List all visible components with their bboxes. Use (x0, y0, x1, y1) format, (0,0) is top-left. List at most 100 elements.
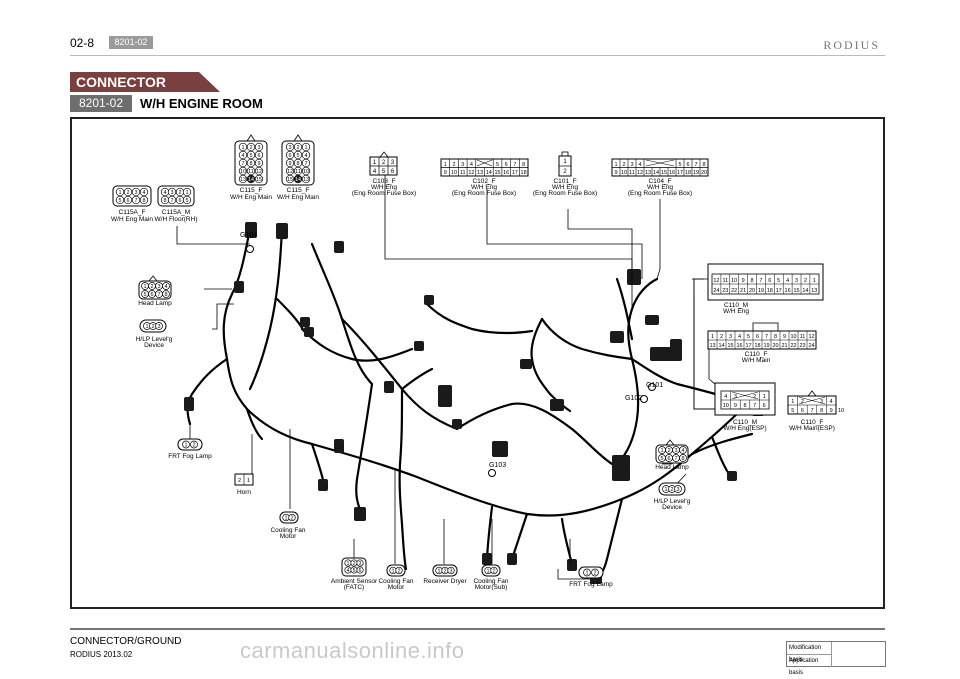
cooling-fan-sub-connector: 1 2 (481, 564, 501, 577)
svg-text:8: 8 (750, 278, 753, 284)
svg-text:4: 4 (786, 278, 789, 284)
c110-m-label: C110_M (724, 302, 748, 309)
receiver-dryer-label: Receiver Dryer (423, 578, 467, 585)
c110-f-label: C110_F (745, 351, 768, 358)
svg-text:8: 8 (249, 161, 252, 167)
svg-text:1: 1 (614, 162, 617, 168)
svg-text:21: 21 (740, 288, 746, 294)
svg-text:11: 11 (248, 169, 254, 175)
svg-text:3: 3 (461, 162, 464, 168)
c110-m-esp-label: C110_M (733, 419, 757, 426)
svg-text:8: 8 (164, 292, 167, 298)
ambient-sensor-connector: 1 2 3 4 5 6 (341, 557, 367, 577)
svg-text:8: 8 (163, 198, 166, 204)
svg-text:13: 13 (645, 170, 651, 176)
svg-text:8: 8 (774, 334, 777, 340)
cooling-fan-motor-label: Cooling Fan (270, 527, 305, 534)
connector-c115a-m: 4 3 2 1 8 7 6 5 (157, 185, 195, 207)
svg-text:5: 5 (249, 153, 252, 159)
svg-text:4: 4 (373, 169, 377, 175)
svg-text:4: 4 (724, 394, 727, 400)
svg-text:3: 3 (391, 160, 395, 166)
ambient-sensor-sublabel: (FATC) (344, 584, 364, 591)
svg-text:5: 5 (777, 278, 780, 284)
connector-c115-f-right: 3 2 1 6 5 4 9 8 7 12 11 10 15 14 13 (281, 134, 315, 186)
ground-g104: G104 (240, 232, 257, 239)
svg-text:6: 6 (756, 334, 759, 340)
svg-text:3: 3 (729, 334, 732, 340)
svg-text:16: 16 (785, 288, 791, 294)
diagram-frame (70, 117, 885, 609)
c115a-m-label: C115A_M (162, 209, 190, 216)
svg-text:9: 9 (783, 334, 786, 340)
svg-text:7: 7 (304, 161, 307, 167)
svg-text:4: 4 (681, 448, 684, 454)
c115a-f-sublabel: W/H Eng Main (111, 216, 153, 223)
svg-text:14: 14 (486, 170, 492, 176)
svg-text:3: 3 (257, 145, 260, 151)
svg-text:5: 5 (382, 169, 386, 175)
svg-text:2: 2 (452, 162, 455, 168)
svg-text:1: 1 (444, 162, 447, 168)
page-number: 02-8 (70, 36, 95, 50)
svg-text:1: 1 (241, 145, 244, 151)
svg-text:3: 3 (734, 394, 737, 400)
cooling-fan-sub-sublabel: Motor(Sub) (475, 584, 508, 591)
svg-text:5: 5 (185, 198, 188, 204)
svg-text:7: 7 (674, 456, 677, 462)
header-divider (70, 55, 885, 56)
svg-text:8: 8 (820, 408, 823, 414)
svg-text:1: 1 (247, 478, 250, 484)
svg-text:5: 5 (678, 162, 681, 168)
c101-f-label: C101_F (553, 178, 576, 185)
svg-text:23: 23 (799, 343, 805, 349)
svg-text:20: 20 (749, 288, 755, 294)
svg-text:3: 3 (134, 190, 137, 196)
svg-text:8: 8 (142, 198, 145, 204)
svg-text:10: 10 (451, 170, 457, 176)
frt-fog-right-label: FRT Fog Lamp (569, 581, 613, 588)
svg-text:2: 2 (126, 190, 129, 196)
svg-text:12: 12 (468, 170, 474, 176)
svg-text:4: 4 (241, 153, 244, 159)
svg-text:2: 2 (353, 561, 356, 567)
c110-m-esp-sublabel: W/H Eng(ESP) (723, 425, 766, 432)
svg-text:4: 4 (830, 399, 833, 405)
c115a-f-label: C115A_F (119, 209, 146, 216)
svg-text:4: 4 (164, 284, 167, 290)
svg-text:6: 6 (257, 153, 260, 159)
hlp-level-right-label: H/LP Level'g (654, 498, 691, 505)
c104-f-label: C104_F (648, 178, 671, 185)
c101-f-sublabel: W/H Eng (552, 184, 578, 191)
svg-text:13: 13 (240, 177, 246, 183)
head-lamp-right-label: Head Lamp (655, 464, 689, 471)
svg-text:5: 5 (296, 153, 299, 159)
svg-text:6: 6 (667, 456, 670, 462)
c115a-m-sublabel: W/H Floor(RH) (155, 216, 198, 223)
svg-text:12: 12 (256, 169, 262, 175)
svg-text:12: 12 (808, 334, 814, 340)
svg-text:11: 11 (295, 169, 301, 175)
svg-text:1: 1 (664, 487, 667, 493)
ground-g102: G102 (625, 395, 642, 402)
svg-text:4: 4 (304, 153, 307, 159)
cooling-fan-motor2-sublabel: Motor (388, 584, 405, 591)
c110-m-sublabel: W/H Eng (723, 308, 749, 315)
svg-text:1: 1 (791, 399, 794, 405)
svg-text:2: 2 (804, 278, 807, 284)
svg-text:11: 11 (722, 278, 728, 284)
svg-text:2: 2 (801, 399, 804, 405)
ground-g101: G101 (646, 382, 663, 389)
svg-text:14: 14 (718, 343, 724, 349)
svg-text:17: 17 (776, 288, 782, 294)
footer-divider (70, 628, 885, 630)
svg-text:10: 10 (621, 170, 627, 176)
svg-text:2: 2 (622, 162, 625, 168)
svg-text:5: 5 (660, 456, 663, 462)
svg-text:2: 2 (492, 569, 495, 575)
harness-bundle (186, 227, 754, 583)
svg-text:14: 14 (653, 170, 659, 176)
svg-text:24: 24 (808, 343, 814, 349)
svg-text:6: 6 (686, 162, 689, 168)
